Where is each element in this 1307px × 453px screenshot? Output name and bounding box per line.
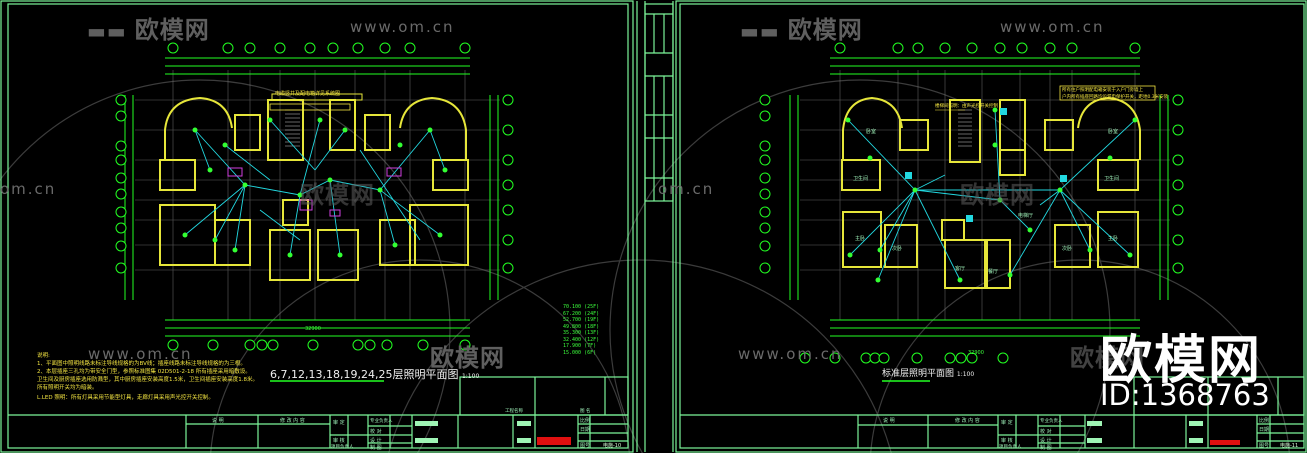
right-room-label: 餐厅 [988,269,999,275]
left-tb-checked: 校 对 [370,429,382,435]
left-tb-approved: 审 定 [333,420,345,426]
left-tb-mint-field-2 [415,438,438,443]
left-tb-reviewed: 审 核 [333,438,345,444]
elevation-item: 67.200 (24F) [563,310,600,317]
right-tb-checked: 校 对 [1040,429,1052,435]
right-tb-drawn: 制 图 [1040,445,1052,451]
left-tb-scale-label: 比例 [580,418,591,424]
right-tb-designed: 设 计 [1040,438,1052,444]
right-tb-sheet-no-label: 图号 [1259,443,1270,449]
left-tb-mint-field-4 [517,438,531,443]
right-room-label: 次卧 [892,246,903,252]
left-overall-dimension: 32900 [305,326,321,332]
right-tb-approved: 审 定 [1001,420,1013,426]
right-room-label: 卫生间 [1104,176,1120,182]
right-tb-date-label: 日期 [1259,427,1270,433]
right-room-label: 主卧 [855,236,866,242]
elevation-item: 52.700 (19F) [563,317,600,323]
left-sheet-frame [0,0,634,453]
asset-id-overlay: ID:1368763 [1100,378,1270,412]
right-room-label: 电梯厅 [1018,213,1034,219]
left-tb-description-header: 说 明 [212,418,224,424]
elevation-item: 70.100 (25F) [563,304,600,310]
left-tb-mint-field-3 [517,421,531,426]
right-floor-plan [759,42,1184,364]
elevation-item: 32.400 (12F) [563,336,600,343]
left-tb-red-stamp [537,437,571,445]
right-tb-description-header: 说 明 [883,418,895,424]
left-note-1: 1、平面图中照明线路未标注导线规格的为BV线；插座线路未标注导线规格的为三根。 [37,361,246,367]
right-tb-scale-label: 比例 [1259,418,1270,424]
left-note-3: 卫生间及厨房插座选用防溅型，其中厨房插座安装高度1.5米，卫生间插座安装高度1.… [37,377,258,383]
right-room-label: 次卧 [1062,246,1073,252]
right-tb-mint-field-2 [1087,438,1102,443]
right-callout-panel: 所有住户照明配电箱安装于入户门旁墙上 [1062,88,1143,93]
right-tb-discipline-lead: 专业负责人 [1040,419,1063,424]
elevation-item: 17.900 (7F) [563,343,597,349]
left-tb-revision-header: 修 改 内 容 [280,418,305,424]
right-tb-revision-header: 修 改 内 容 [955,418,980,424]
right-room-label: 客厅 [955,266,966,272]
right-callout-rcd: 户内所有插座回路均设漏电保护开关，距地0.3米安装 [1062,95,1169,100]
elevation-list: 70.100 (25F) 67.200 (24F) 52.700 (19F) 4… [563,304,599,356]
right-drawing-number: 电施-11 [1280,443,1299,449]
right-tb-red-stamp [1210,440,1240,445]
right-sheet-frame [675,0,1307,453]
left-notes-heading: 说明: [37,353,50,359]
left-tb-mint-field-1 [415,421,438,426]
elevation-item: 15.000 (6F) [563,349,597,356]
left-floor-plan [115,42,514,351]
left-tb-project-name-label: 工程名称 [505,409,523,414]
left-tb-drawn: 制 图 [370,445,382,451]
right-tb-mint-field-1 [1087,421,1102,426]
left-callout: 电缆竖井及配电箱详见系统图 [275,91,341,97]
left-drawing-number: 电施-10 [603,443,622,449]
right-tb-project-lead: 项目负责人 [999,445,1022,450]
right-room-label: 卧室 [1108,129,1119,135]
left-note-5: L.LED 照明：所有灯具采用节能型灯具，走廊灯具采用声光控开关控制。 [37,395,214,401]
left-tb-drawing-title-label: 图 名 [580,409,591,414]
left-tb-sheet-no-label: 图号 [580,443,591,449]
right-tb-reviewed: 审 核 [1001,438,1013,444]
left-drawing-title: 6,7,12,13,18,19,24,25层照明平面图 1:100 [270,368,480,381]
right-room-label: 主卧 [1108,236,1119,242]
left-note-4: 所有照明开关均为暗装。 [37,385,98,391]
left-tb-discipline-lead: 专业负责人 [370,419,393,424]
watermark-arcs [0,79,1290,453]
right-room-label: 卧室 [866,129,877,135]
brand-overlay: 欧模网 [1100,331,1263,391]
right-tb-mint-field-4 [1189,438,1203,443]
right-callout-stair: 楼梯间照明：由声光控开关控制 [935,104,998,109]
middle-index-strip [636,1,674,452]
left-tb-designed: 设 计 [370,438,382,444]
right-drawing-title: 标准层照明平面图 1:100 [882,369,975,379]
elevation-item: 35.300 (13F) [563,330,600,336]
left-note-2: 2、本层插座三孔均为带安全门型，参照标准图集 02D501-2-18 所有插座采… [37,369,251,375]
right-overall-dimension: 32900 [968,350,984,356]
right-tb-mint-field-3 [1189,421,1203,426]
elevation-item: 49.800 (18F) [563,323,600,330]
right-room-label: 卫生间 [853,176,869,182]
left-tb-date-label: 日期 [580,427,591,433]
left-tb-project-lead: 项目负责人 [331,445,354,450]
